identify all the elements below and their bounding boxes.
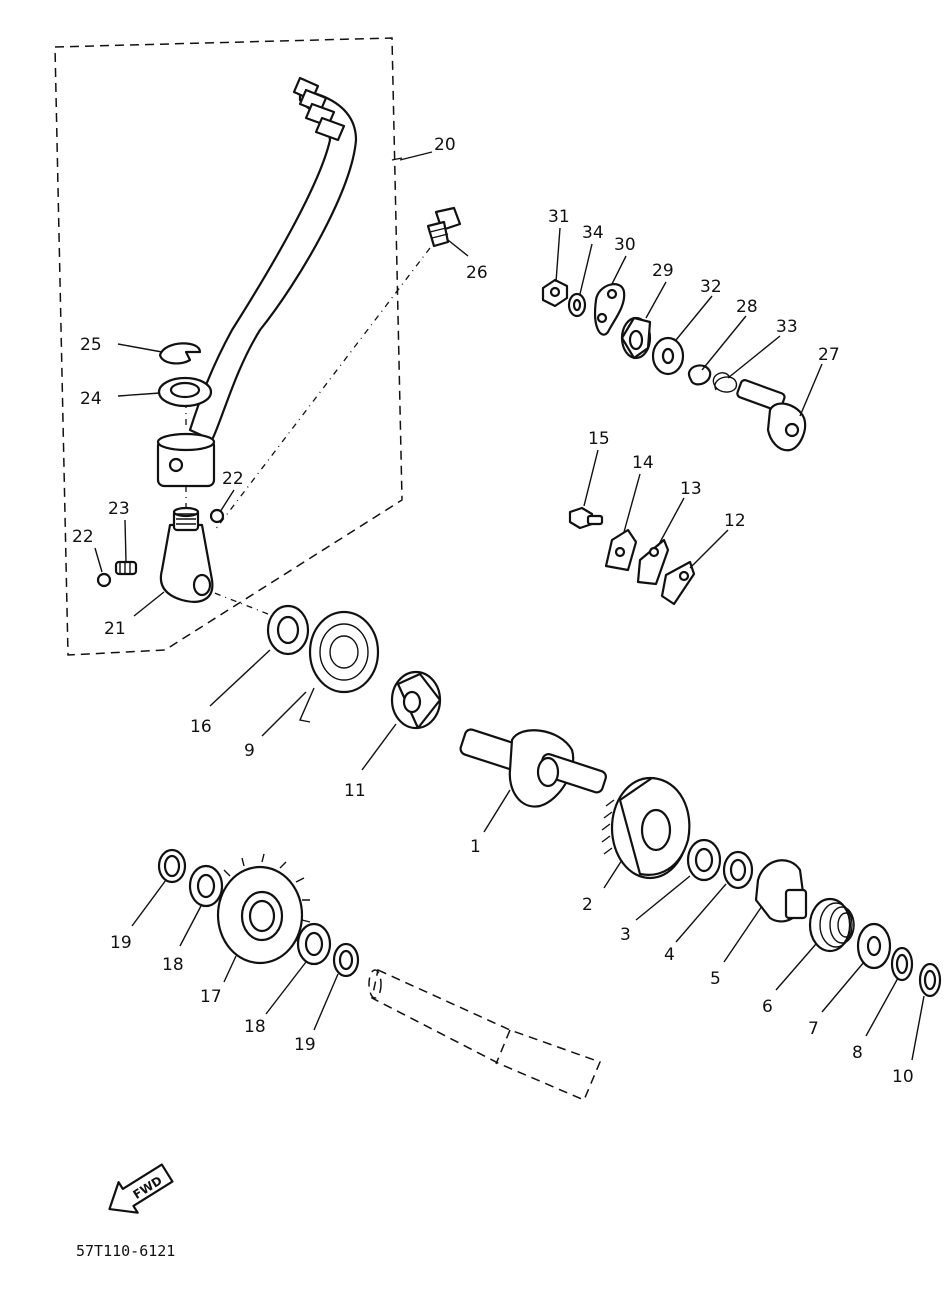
part-label-23: 23 (108, 499, 130, 519)
part-label-26: 26 (466, 263, 488, 283)
kick-boss-part[interactable] (159, 506, 214, 603)
circlip-part-19-left[interactable] (157, 848, 187, 884)
part-label-32: 32 (700, 277, 722, 297)
circlip-part-4[interactable] (722, 850, 754, 890)
part-label-5: 5 (710, 969, 721, 989)
part-label-18-right: 18 (244, 1017, 266, 1037)
part-label-4: 4 (664, 945, 675, 965)
circlip-part-8[interactable] (890, 946, 914, 982)
part-label-14: 14 (632, 453, 654, 473)
washer-part-18-left[interactable] (188, 864, 224, 908)
collar-part[interactable] (390, 670, 442, 730)
pinch-bolt-part[interactable] (426, 206, 462, 248)
torsion-spring-part-9[interactable] (299, 610, 380, 723)
part-label-8: 8 (852, 1043, 863, 1063)
forward-direction-arrow: FWD (108, 1163, 174, 1214)
part-label-30: 30 (614, 235, 636, 255)
circlip-part-10[interactable] (918, 962, 942, 998)
part-label-29: 29 (652, 261, 674, 281)
part-label-20: 20 (434, 135, 456, 155)
part-label-21: 21 (104, 619, 126, 639)
part-label-17: 17 (200, 987, 222, 1007)
part-label-18-left: 18 (162, 955, 184, 975)
washer-part-3[interactable] (686, 838, 722, 882)
oil-seal-part[interactable] (266, 604, 310, 656)
part-label-6: 6 (762, 997, 773, 1017)
part-label-22-left: 22 (72, 527, 94, 547)
part-label-34: 34 (582, 223, 604, 243)
torsion-spring-part[interactable] (712, 372, 738, 393)
circlip-part[interactable] (158, 342, 202, 365)
circlip-part-19-right[interactable] (332, 942, 360, 978)
kick-axle-shaft-part[interactable] (459, 728, 607, 808)
washer-part-7[interactable] (856, 922, 892, 970)
ball-part-left[interactable] (96, 572, 112, 588)
washer-part-18-right[interactable] (296, 922, 332, 966)
part-label-31: 31 (548, 207, 570, 227)
part-label-10: 10 (892, 1067, 914, 1087)
nut-part[interactable] (541, 278, 569, 308)
bearing-part[interactable] (620, 316, 652, 360)
part-label-33: 33 (776, 317, 798, 337)
washer-part-32[interactable] (651, 336, 685, 376)
part-label-19-left: 19 (110, 933, 132, 953)
part-label-22-right: 22 (222, 469, 244, 489)
compression-spring-part-6[interactable] (808, 897, 855, 953)
kick-axle-part[interactable] (736, 379, 807, 452)
part-label-12: 12 (724, 511, 746, 531)
part-label-28: 28 (736, 297, 758, 317)
ratchet-part[interactable] (754, 859, 808, 923)
part-label-1: 1 (470, 837, 481, 857)
plate-part-12[interactable] (660, 560, 696, 606)
idle-gear-part[interactable] (216, 853, 311, 965)
link-plate-part[interactable] (594, 283, 626, 336)
kick-crank-part[interactable] (156, 76, 358, 488)
plate-part-13[interactable] (636, 538, 670, 586)
part-label-27: 27 (818, 345, 840, 365)
drawing-code: 57T110-6121 (76, 1242, 175, 1260)
lock-washer-part[interactable] (567, 292, 587, 318)
shaft-outline (368, 968, 601, 1101)
compression-spring-part[interactable] (114, 560, 138, 576)
plate-part-14[interactable] (604, 528, 638, 572)
part-label-15: 15 (588, 429, 610, 449)
part-label-11: 11 (344, 781, 366, 801)
part-label-19-right: 19 (294, 1035, 316, 1055)
part-label-3: 3 (620, 925, 631, 945)
spring-clip-part[interactable] (687, 364, 712, 386)
part-label-2: 2 (582, 895, 593, 915)
part-label-24: 24 (80, 389, 102, 409)
part-label-7: 7 (808, 1019, 819, 1039)
kick-gear-part[interactable] (601, 776, 691, 880)
part-label-9: 9 (244, 741, 255, 761)
kick-arm-group-outline (54, 37, 403, 656)
bolt-part-15[interactable] (568, 506, 604, 530)
leader-lines (94, 151, 925, 1061)
part-label-25: 25 (80, 335, 102, 355)
part-label-13: 13 (680, 479, 702, 499)
ball-part-right[interactable] (209, 508, 225, 524)
washer-part[interactable] (157, 376, 213, 408)
part-label-16: 16 (190, 717, 212, 737)
